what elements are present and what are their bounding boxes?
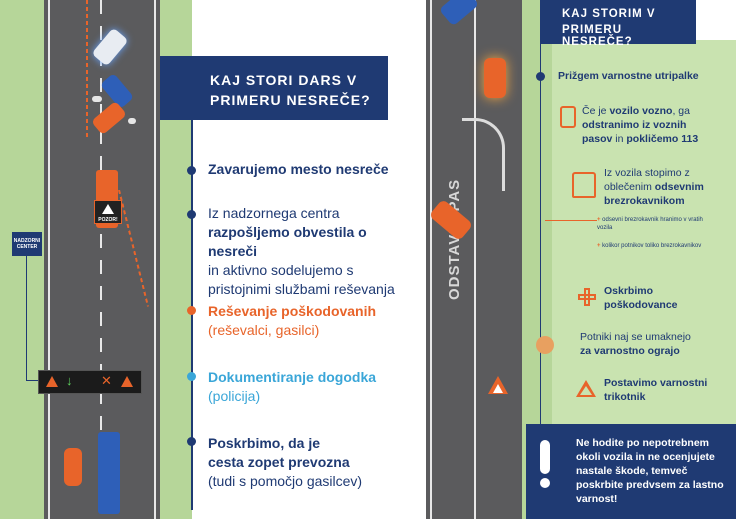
left-step-5: Poskrbimo, da je cesta zopet prevozna (t… — [208, 434, 362, 491]
note-2: + kolikor potnikov toliko brezrokavnikov — [597, 242, 707, 250]
right-step-4: Oskrbimo poškodovance — [604, 284, 714, 312]
step-pre: Iz nadzornega centra — [208, 205, 340, 221]
road-edge-line-left — [48, 0, 50, 519]
step-bold: razpošljemo obvestila o nesreči — [208, 224, 367, 259]
control-center-label: NADZORNI CENTER — [13, 238, 41, 250]
arrow-down-icon: ↓ — [66, 373, 73, 388]
step-b1: odsevnim brezrokavnikom — [604, 181, 704, 207]
right-title-line2: PRIMERU NESREČE? — [562, 24, 633, 48]
step-post: in aktivno sodelujemo s pristojnimi služ… — [208, 262, 395, 297]
right-step-3: Iz vozila stopimo z oblečenim odsevnim b… — [604, 166, 724, 208]
lane-closure-line — [86, 0, 88, 140]
step-post: (policija) — [208, 388, 261, 404]
step-pre: Potniki naj se umaknejo — [580, 331, 691, 343]
note-1: + odsevni brezrokavnik hranimo v vratih … — [597, 216, 707, 232]
right-step-6: Postavimo varnostni trikotnik — [604, 376, 714, 404]
step-b2: odstranimo iz voznih pasov — [582, 119, 687, 145]
step-post: (reševalci, gasilci) — [208, 322, 320, 338]
timeline-dot — [187, 306, 196, 315]
truck-sign-label: POZOR! — [98, 217, 118, 223]
step-text: Prižgem varnostne utripalke — [558, 70, 699, 82]
close-lane-icon: ✕ — [101, 373, 112, 388]
connector-line — [26, 380, 38, 381]
step-bold: Poskrbimo, da je cesta zopet prevozna — [208, 435, 350, 470]
timeline-dot — [187, 437, 196, 446]
route-arrow-icon — [462, 118, 505, 191]
truck-warning-board: POZOR! — [94, 200, 122, 224]
grass-left — [0, 0, 44, 519]
car-hazard-icon — [484, 58, 506, 98]
warning-box: Ne hodite po nepotrebnem okoli vozila in… — [526, 424, 736, 519]
step-pre: Iz vozila stopimo z oblečenim — [604, 167, 690, 193]
timeline-dot — [187, 210, 196, 219]
plus-icon: + — [597, 217, 603, 223]
step-post: (tudi s pomočjo gasilcev) — [208, 473, 363, 489]
road-right-lane-line — [474, 0, 476, 519]
first-aid-icon — [578, 288, 596, 306]
guardrail-icon — [536, 336, 554, 354]
control-center-box: NADZORNI CENTER — [12, 232, 42, 256]
step-b3: pokličemo 113 — [626, 133, 699, 145]
right-title-line1: KAJ STORIM V — [562, 8, 656, 20]
phone-icon — [560, 106, 576, 128]
step-text: Oskrbimo poškodovance — [604, 285, 678, 311]
step-b1: za varnostno ograjo — [580, 345, 680, 357]
note-connector — [545, 220, 597, 221]
step-mid2: in — [612, 133, 627, 145]
step-bold: Zavarujemo mesto nesreče — [208, 161, 389, 177]
right-step-5: Potniki naj se umaknejo za varnostno ogr… — [580, 330, 720, 358]
step-bold: Reševanje poškodovanih — [208, 303, 377, 319]
step-b1: vozilo vozno — [609, 105, 673, 117]
vest-icon — [572, 172, 596, 198]
step-mid: , ga — [672, 105, 690, 117]
note-text: kolikor potnikov toliko brezrokavnikov — [602, 243, 702, 249]
warning-triangle-icon — [121, 376, 133, 387]
step-text: Postavimo varnostni trikotnik — [604, 377, 708, 403]
warning-triangle-icon — [46, 376, 58, 387]
warning-triangle-icon-inner — [580, 386, 592, 395]
connector-line — [26, 256, 27, 380]
grass-right-field — [552, 40, 736, 430]
left-step-3: Reševanje poškodovanih (reševalci, gasil… — [208, 302, 408, 340]
left-title-banner: KAJ STORI DARS V PRIMERU NESREČE? — [160, 56, 388, 120]
lane-label: ODSTAVNI PAS — [446, 178, 463, 300]
lane-divider — [100, 0, 102, 519]
timeline-dot — [187, 372, 196, 381]
exclamation-icon — [540, 440, 550, 488]
road-right-edge — [430, 0, 432, 519]
left-step-2: Iz nadzornega centra razpošljemo obvesti… — [208, 204, 413, 299]
warning-triangle-icon — [102, 204, 114, 214]
timeline-dot — [187, 166, 196, 175]
road-edge-line-right — [154, 0, 156, 519]
left-title-line1: KAJ STORI DARS V — [210, 72, 358, 88]
step-bold: Dokumentiranje dogodka — [208, 369, 377, 385]
warning-triangle-road-inner — [493, 384, 503, 393]
debris-icon — [92, 96, 102, 102]
right-timeline-line — [540, 44, 541, 424]
step-pre: Če je — [582, 105, 610, 117]
debris-icon — [128, 118, 136, 124]
right-step-1: Prižgem varnostne utripalke — [558, 69, 728, 83]
left-title-line2: PRIMERU NESREČE? — [210, 92, 371, 108]
truck-blue-icon — [98, 432, 120, 514]
plus-icon: + — [597, 243, 603, 249]
right-title-banner: KAJ STORIM V PRIMERU NESREČE? — [540, 0, 696, 48]
left-step-1: Zavarujemo mesto nesreče — [208, 160, 408, 179]
left-timeline-line — [191, 120, 193, 510]
timeline-dot — [536, 72, 545, 81]
warning-text: Ne hodite po nepotrebnem okoli vozila in… — [576, 437, 724, 505]
note-text: odsevni brezrokavnik hranimo v vratih vo… — [597, 217, 703, 231]
gantry-sign: ↓ ✕ — [38, 370, 142, 394]
right-step-2: Če je vozilo vozno, ga odstranimo iz voz… — [582, 104, 712, 146]
left-step-4: Dokumentiranje dogodka (policija) — [208, 368, 408, 406]
car-orange-icon — [64, 448, 82, 486]
